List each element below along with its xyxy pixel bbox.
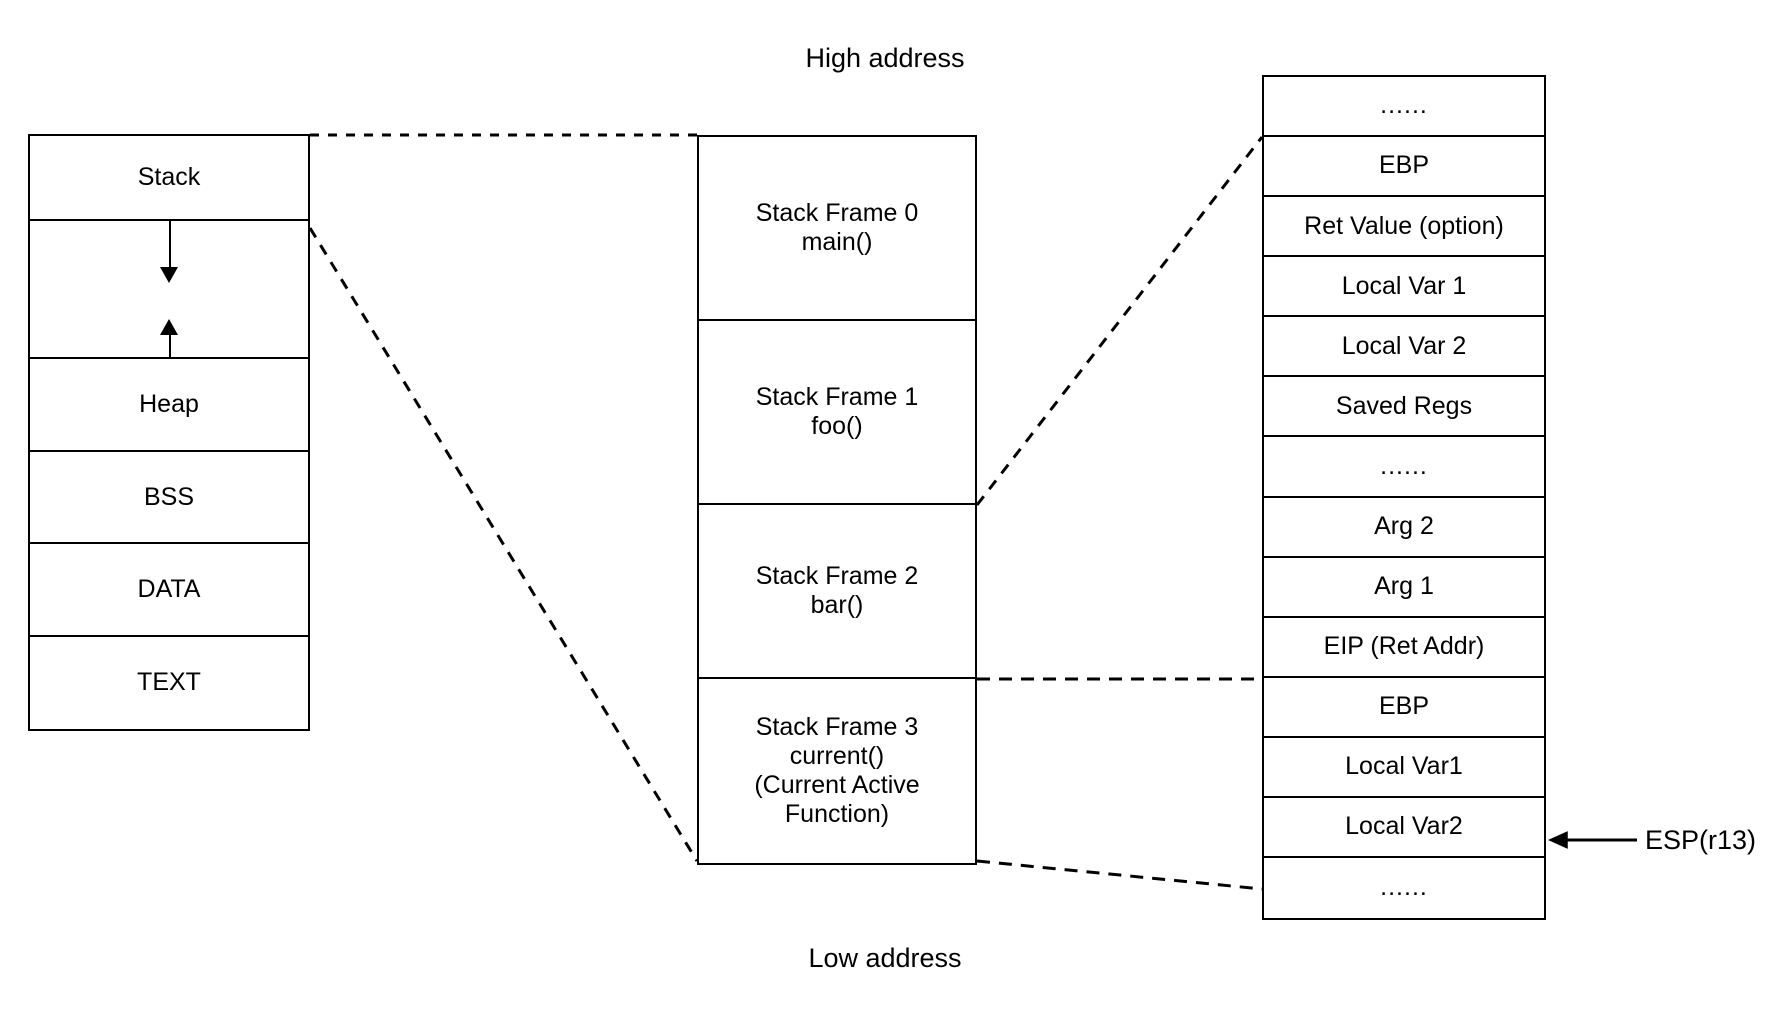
stack-frames-column: Stack Frame 0 main() Stack Frame 1 foo()…: [697, 135, 977, 865]
frame-row-label: ......: [1380, 91, 1428, 120]
esp-label: ESP(r13): [1644, 824, 1756, 855]
frame-row-arg-1: Arg 1: [1264, 557, 1544, 618]
memory-segment-label: BSS: [143, 482, 195, 511]
memory-segment-growth-gap: [30, 220, 308, 383]
stack-frame-title: Stack Frame 1: [755, 382, 919, 411]
stack-frame-0: Stack Frame 0 main(): [699, 137, 975, 321]
stack-frame-function: foo(): [811, 411, 863, 440]
esp-pointer: ESP(r13): [1546, 820, 1756, 860]
stack-frame-function: current(): [789, 741, 885, 770]
frame-row-label: EIP (Ret Addr): [1323, 632, 1485, 661]
frame-row-local-var2: Local Var2: [1264, 797, 1544, 859]
frame-row-saved-regs: Saved Regs: [1264, 377, 1544, 438]
stack-frame-3: Stack Frame 3 current() (Current Active …: [699, 679, 975, 863]
frame-row-label: ......: [1380, 873, 1428, 902]
frame-row-ellipsis-top: ......: [1264, 77, 1544, 138]
frame-row-arg-2: Arg 2: [1264, 497, 1544, 558]
memory-segment-data: DATA: [30, 544, 308, 637]
memory-segment-label: TEXT: [137, 668, 201, 697]
memory-segment-label: DATA: [137, 575, 201, 603]
frame-row-label: Local Var 1: [1341, 271, 1467, 300]
stack-frame-function: bar(): [810, 590, 864, 619]
frame-row-local-var-1: Local Var 1: [1264, 257, 1544, 318]
memory-layout-column: Stack Heap BSS DATA TEXT: [28, 134, 310, 731]
connector-stack-bottom-diagonal: [308, 227, 699, 862]
stack-growth-down-arrow-icon: [160, 266, 178, 283]
frame-row-local-var-2: Local Var 2: [1264, 317, 1544, 378]
connector-frame-top-diagonal: [975, 136, 1264, 506]
frame-row-label: Ret Value (option): [1304, 211, 1504, 240]
frame-row-ellipsis-middle: ......: [1264, 437, 1544, 498]
frame-row-ebp-saved: EBP: [1264, 677, 1544, 738]
stack-frame-2: Stack Frame 2 bar(): [699, 504, 975, 680]
frame-row-ebp-caller: EBP: [1264, 137, 1544, 198]
stack-frame-title: Stack Frame 0: [755, 198, 919, 227]
frame-row-ellipsis-bottom: ......: [1264, 858, 1544, 919]
frame-detail-column: ...... EBP Ret Value (option) Local Var …: [1262, 75, 1546, 920]
frame-row-label: ......: [1380, 451, 1428, 480]
memory-segment-label: Heap: [139, 390, 199, 419]
frame-row-local-var1: Local Var1: [1264, 737, 1544, 798]
memory-segment-bss: BSS: [30, 451, 308, 545]
frame-row-label: Arg 1: [1374, 572, 1434, 601]
frame-row-label: Saved Regs: [1335, 391, 1473, 420]
frame-row-label: Local Var2: [1345, 812, 1463, 841]
low-address-label: Low address: [808, 943, 962, 973]
heap-growth-up-arrow-icon: [160, 318, 178, 335]
memory-segment-stack: Stack: [30, 136, 308, 221]
frame-row-label: Arg 2: [1374, 511, 1434, 540]
frame-row-label: Local Var1: [1345, 752, 1463, 781]
stack-frame-title: Stack Frame 2: [755, 561, 919, 590]
frame-row-label: EBP: [1378, 692, 1430, 721]
memory-segment-label: Stack: [137, 162, 201, 191]
stack-frame-function: main(): [801, 227, 873, 256]
frame-row-ret-value: Ret Value (option): [1264, 197, 1544, 258]
frame-row-label: EBP: [1378, 151, 1430, 180]
stack-growth-down-line: [169, 220, 171, 267]
stack-frame-note: (Current Active Function): [754, 771, 920, 829]
memory-segment-heap: Heap: [30, 359, 308, 452]
heap-growth-up-line: [169, 334, 171, 383]
high-address-label: High address: [805, 43, 965, 73]
stack-frame-title: Stack Frame 3: [755, 712, 919, 741]
connector-frame-bottom-diagonal: [976, 859, 1263, 891]
stack-frame-1: Stack Frame 1 foo(): [699, 320, 975, 505]
frame-row-label: Local Var 2: [1341, 331, 1467, 360]
memory-segment-text: TEXT: [30, 636, 308, 729]
esp-arrow-icon: [1547, 831, 1637, 849]
frame-row-eip-ret-addr: EIP (Ret Addr): [1264, 617, 1544, 678]
